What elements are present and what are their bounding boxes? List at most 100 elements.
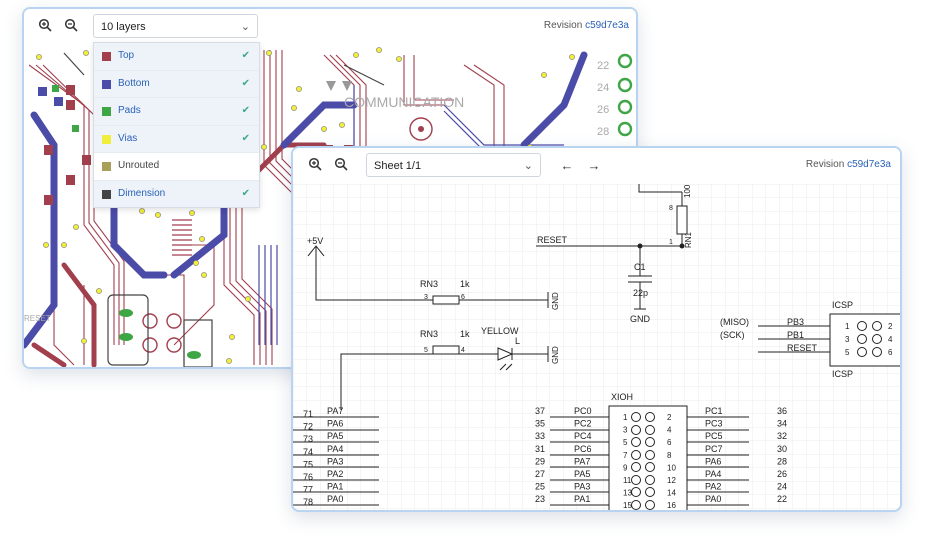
zoom-out-icon[interactable] <box>62 18 80 36</box>
arrow-left-icon[interactable]: ← <box>560 158 574 173</box>
port-name: PA0 <box>327 494 343 504</box>
sheet-select-value: Sheet 1/1 <box>374 160 422 172</box>
port-name: PA6 <box>327 419 343 429</box>
led-color-label: YELLOW <box>481 326 519 336</box>
port-number: 73 <box>303 434 313 444</box>
layer-item-vias[interactable]: Vias ✔ <box>94 125 259 153</box>
layer-name: Bottom <box>118 77 150 89</box>
revision-hash: c59d7e3a <box>585 20 629 31</box>
layer-swatch <box>102 189 111 199</box>
port-number: 33 <box>535 431 545 441</box>
port-name: PA4 <box>705 469 721 479</box>
port-name: PC4 <box>574 431 592 441</box>
pin-number: 9 <box>623 463 628 472</box>
pin-number: 15 <box>623 501 632 510</box>
pin-number: 6 <box>888 348 893 357</box>
pin-number: 2 <box>888 322 893 331</box>
layer-item-bottom[interactable]: Bottom ✔ <box>94 70 259 98</box>
pin-number: 8 <box>669 205 673 212</box>
layer-name: Pads <box>118 105 141 116</box>
pin-number: 13 <box>623 489 632 498</box>
port-name: PA1 <box>574 494 590 504</box>
sheet-select[interactable]: Sheet 1/1 ⌄ <box>366 153 541 177</box>
port-number: 24 <box>777 482 787 492</box>
layer-select[interactable]: 10 layers ⌄ <box>93 14 258 38</box>
port-name: PA2 <box>705 482 721 492</box>
port-number: 25 <box>535 482 545 492</box>
port-number: 28 <box>777 456 787 466</box>
port-number: 30 <box>777 444 787 454</box>
layer-item-pads[interactable]: Pads ✔ <box>94 98 259 126</box>
xioh-label: XIOH <box>611 392 633 402</box>
revision-label: Revision <box>543 20 583 31</box>
pin-number: 10 <box>667 463 676 472</box>
icsp-label: ICSP <box>832 369 853 379</box>
schematic-revision: Revision c59d7e3a <box>806 159 891 170</box>
chevron-down-icon: ⌄ <box>240 21 250 33</box>
arrow-right-icon[interactable]: → <box>587 158 601 173</box>
port-name: PC7 <box>705 444 723 454</box>
pin-number: 1 <box>669 239 673 246</box>
icsp-label: ICSP <box>832 300 853 310</box>
schematic-grid <box>293 184 900 510</box>
zoom-in-icon[interactable] <box>306 157 324 175</box>
resistor-value: 100K <box>683 184 692 198</box>
layer-item-unrouted[interactable]: Unrouted <box>94 153 259 181</box>
reset-net-label: RESET <box>537 235 568 245</box>
pcb-silk-arrow <box>342 81 352 91</box>
gnd-label: GND <box>630 314 651 324</box>
pin-number: 3 <box>845 335 850 344</box>
port-number: 36 <box>777 406 787 416</box>
plus5v-label: +5V <box>307 236 323 246</box>
layer-dropdown-list: Top ✔ Bottom ✔ Pads ✔ Vias ✔ Unrouted Di… <box>93 42 260 208</box>
revision-label: Revision <box>805 159 845 170</box>
pin-number: 7 <box>623 451 628 460</box>
junction-dot <box>637 243 643 249</box>
zoom-in-icon[interactable] <box>36 18 54 36</box>
port-number: 26 <box>777 469 787 479</box>
port-name: PA7 <box>327 406 343 416</box>
port-number: 29 <box>535 456 545 466</box>
pin-number: 11 <box>623 476 632 485</box>
port-name: PA2 <box>327 469 343 479</box>
layer-name: Unrouted <box>118 160 160 171</box>
pin-number: 3 <box>623 426 628 435</box>
junction-dot <box>679 243 685 249</box>
port-number: 37 <box>535 406 545 416</box>
zoom-out-icon[interactable] <box>332 157 350 175</box>
pin-number: 5 <box>424 347 428 354</box>
pin-number: 4 <box>461 347 465 354</box>
layer-swatch <box>102 79 111 89</box>
port-name: PC5 <box>705 431 723 441</box>
port-number: 78 <box>303 497 313 507</box>
pin-number: 2 <box>667 413 672 422</box>
port-name: PC2 <box>574 419 592 429</box>
gnd-label: GND <box>551 292 560 310</box>
port-name: PA5 <box>574 469 590 479</box>
pcb-comm-label: COMMUNICATION <box>344 94 464 110</box>
layer-swatch <box>102 134 111 144</box>
port-name: PC3 <box>705 419 723 429</box>
layer-item-dimension[interactable]: Dimension ✔ <box>94 180 259 207</box>
port-name: PA4 <box>327 444 343 454</box>
schematic-canvas[interactable]: 100K 8 1 RN1 RESET +5V C1 22p GND GND GN… <box>293 179 900 510</box>
schematic-drawing: 100K 8 1 RN1 RESET +5V C1 22p GND GND GN… <box>293 179 900 510</box>
port-name: PA0 <box>705 494 721 504</box>
layer-item-top[interactable]: Top ✔ <box>94 43 259 71</box>
port-number: 76 <box>303 472 313 482</box>
pin-number: 4 <box>888 335 893 344</box>
port-number: 34 <box>777 419 787 429</box>
pcb-pin-label: 28 <box>597 126 609 138</box>
pin-number: 6 <box>667 438 672 447</box>
port-number: 77 <box>303 485 313 495</box>
check-icon: ✔ <box>241 50 250 61</box>
chevron-down-icon: ⌄ <box>523 160 533 172</box>
port-number: 23 <box>535 494 545 504</box>
pcb-revision: Revision c59d7e3a <box>544 20 629 31</box>
pb1-label: PB1 <box>787 330 804 340</box>
port-number: 32 <box>777 431 787 441</box>
port-number: 35 <box>535 419 545 429</box>
pin-number: 12 <box>667 476 676 485</box>
